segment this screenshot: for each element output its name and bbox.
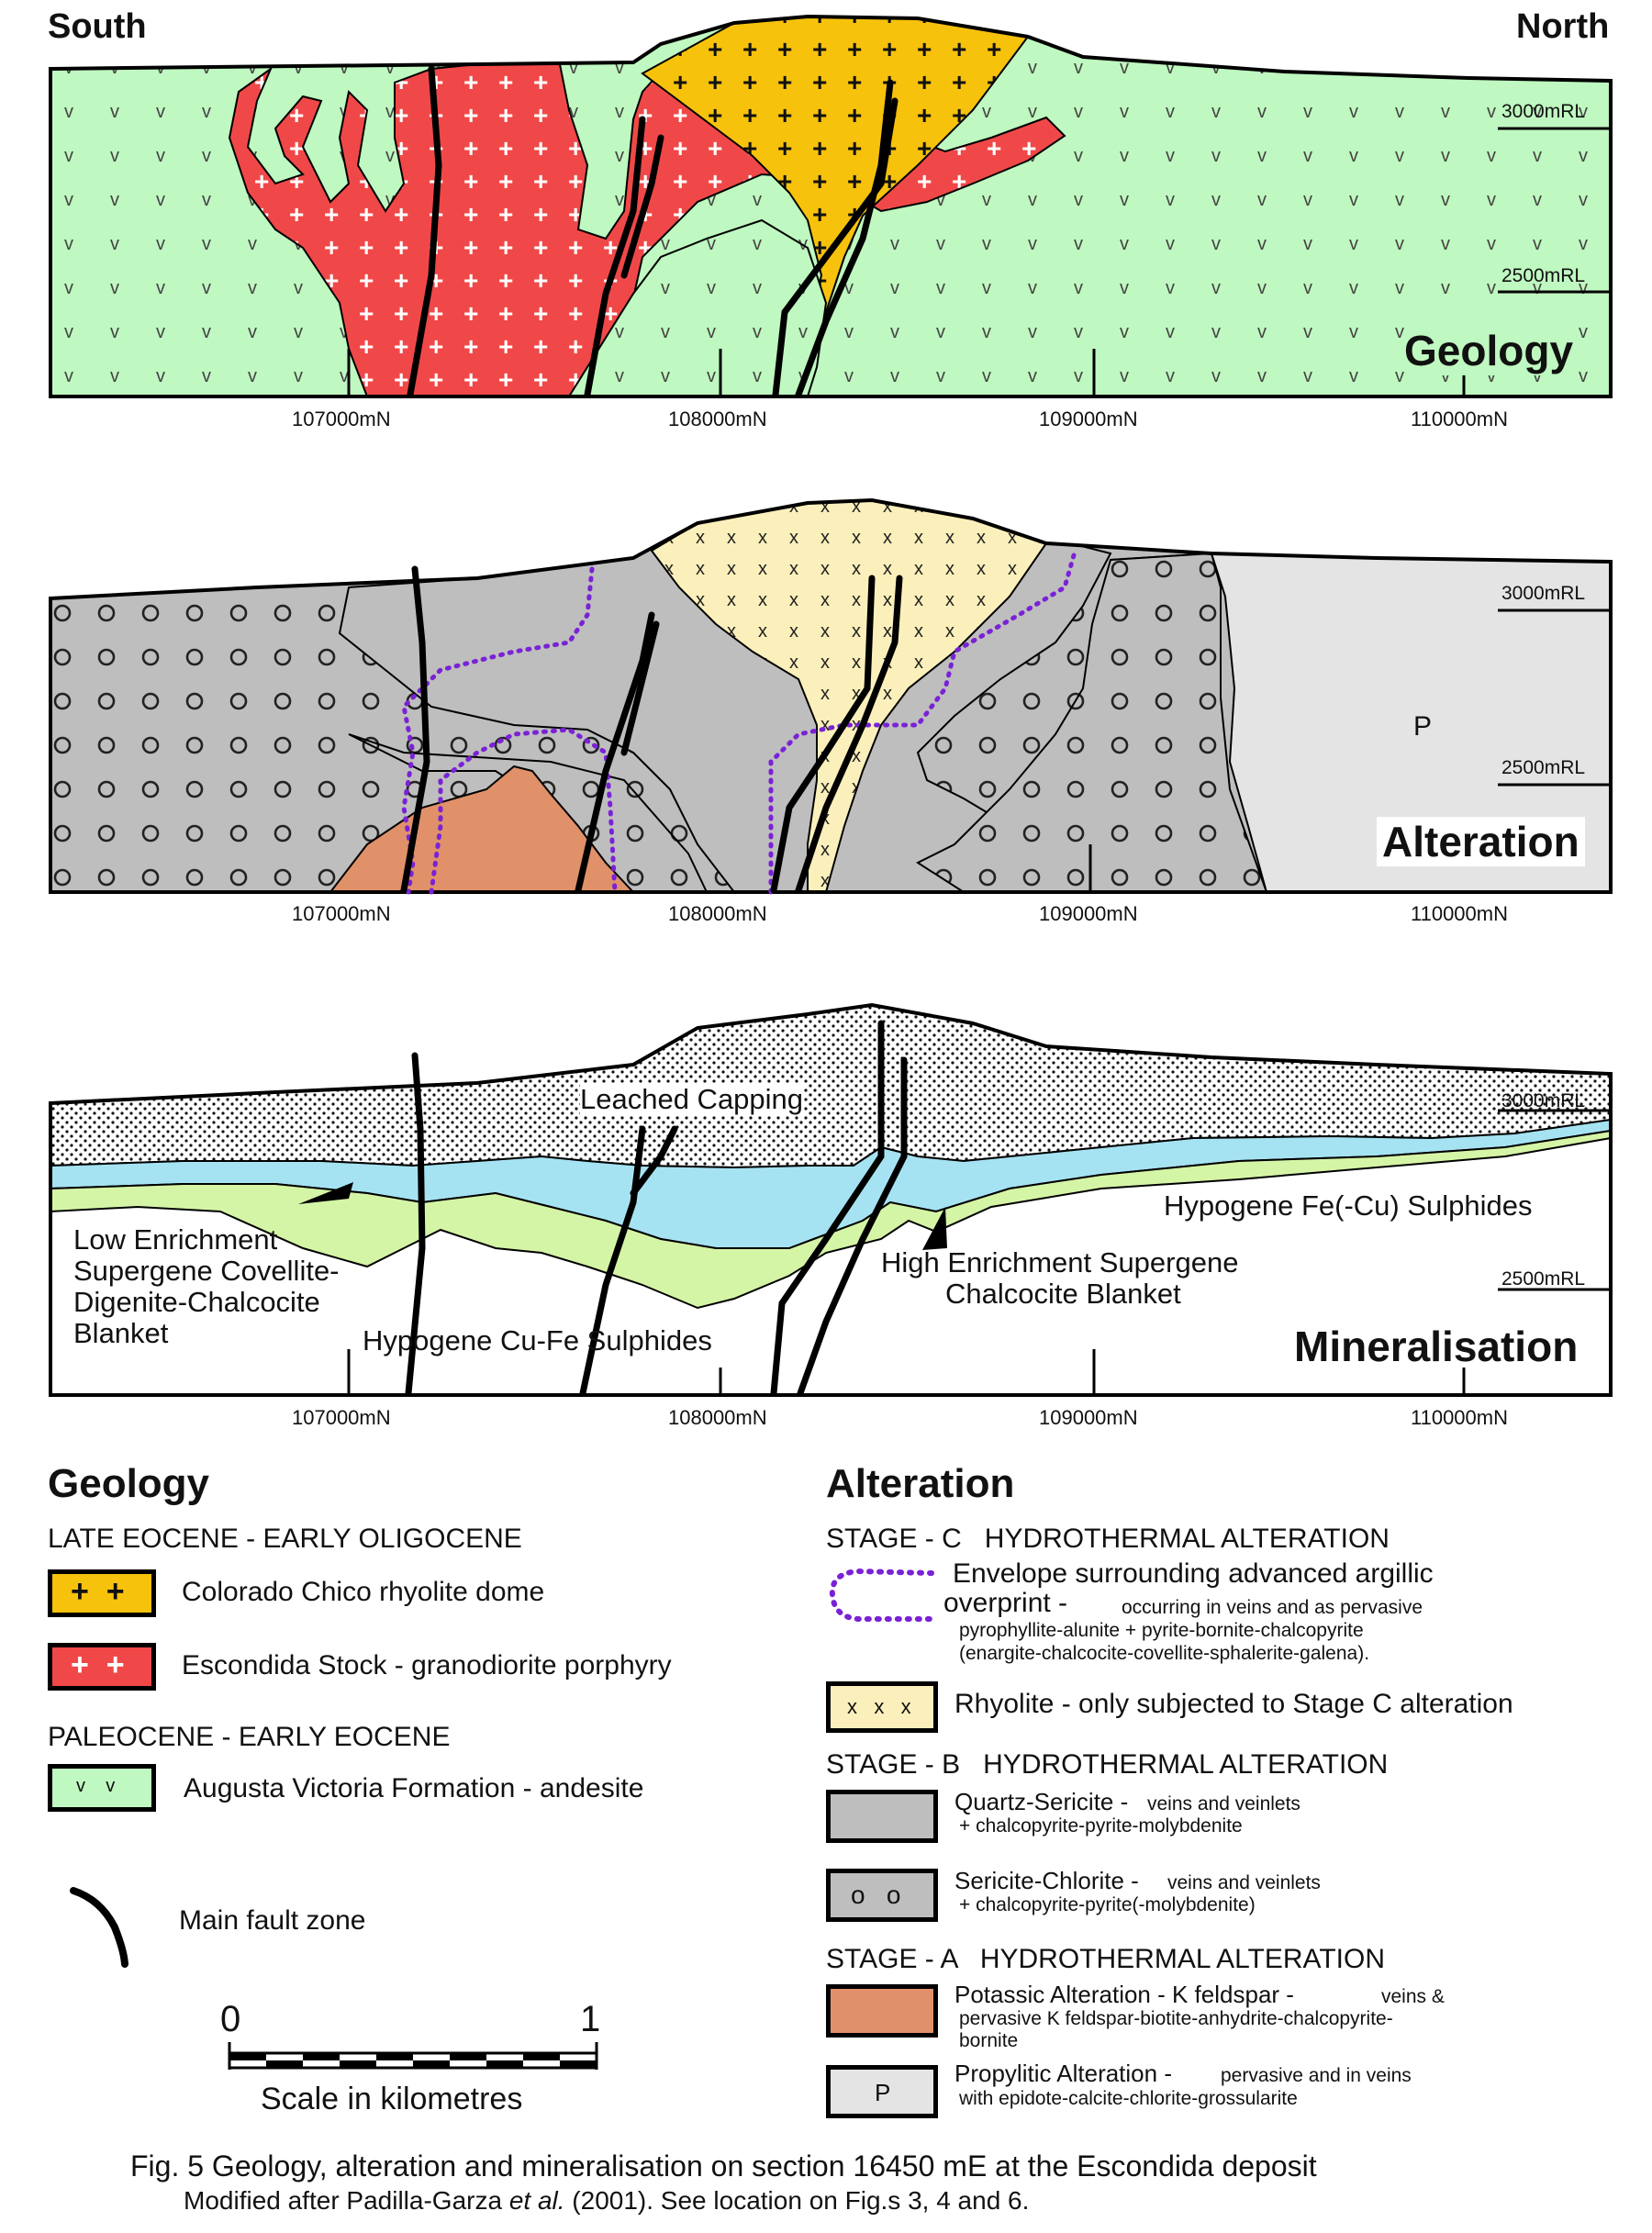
legend-fault: Main fault zone [179,1905,366,1936]
geology-northing-108000: 108000mN [668,408,767,430]
mineral-northing-107000: 107000mN [292,1406,391,1429]
geology-faults [407,65,899,398]
stock-swatch: + + [48,1643,156,1691]
rhyolite-dome-swatch: + + [48,1569,156,1617]
legend-prop-2: pervasive and in veins [1221,2065,1412,2086]
leached-capping-label: Leached Capping [580,1083,804,1116]
alteration-panel-title: Alteration [1377,817,1585,866]
caption-line-2c: (2001). See location on Fig.s 3, 4 and 6… [564,2186,1030,2215]
rhyolite-alt-swatch: x x x [826,1681,938,1733]
legend-envelope-5: (enargite-chalcocite-covellite-sphalerit… [959,1643,1370,1664]
low-enrichment-label-1: Low Enrichment [73,1223,278,1256]
hypogene-cu-label: Hypogene Cu-Fe Sulphides [363,1324,712,1357]
legend-sc-1: Sericite-Chlorite - [954,1867,1139,1894]
legend-envelope-4: pyrophyllite-alunite + pyrite-bornite-ch… [959,1620,1364,1641]
legend-stage-b: STAGE - B HYDROTHERMAL ALTERATION [826,1749,1389,1780]
scale-bar [228,2042,598,2070]
scale-zero: 0 [220,1999,241,2039]
mineral-rl-3000: 3000mRL [1501,1090,1586,1111]
caption-line-1: Fig. 5 Geology, alteration and mineralis… [130,2149,1317,2183]
geology-rl-3000: 3000mRL [1501,101,1586,122]
legend-pot-3: pervasive K feldspar-biotite-anhydrite-c… [959,2008,1393,2029]
sericite-chlorite-swatch: o o [826,1869,938,1922]
legend-pot-2: veins & [1381,1986,1445,2007]
south-label: South [48,7,147,46]
fault-legend-symbol [70,1887,128,1968]
mineral-rl-2500: 2500mRL [1501,1268,1586,1290]
legend-rhyolite-alt: Rhyolite - only subjected to Stage C alt… [954,1689,1513,1719]
legend-qs-2: veins and veinlets [1147,1793,1300,1814]
legend-envelope-1: Envelope surrounding advanced argillic [953,1558,1434,1589]
low-enrichment-label-4: Blanket [73,1317,169,1349]
legend-pot-1: Potassic Alteration - K feldspar - [954,1981,1294,2008]
geology-northing-110000: 110000mN [1411,408,1508,430]
alteration-section [49,497,1613,895]
geology-rl-2500: 2500mRL [1501,265,1586,286]
envelope-legend-symbol [829,1568,934,1622]
geology-panel-title: Geology [1404,326,1574,375]
legend-sc-2: veins and veinlets [1167,1872,1321,1893]
legend-alteration-heading: Alteration [826,1461,1015,1506]
alteration-northing-107000: 107000mN [292,902,391,925]
legend-stage-c: STAGE - C HYDROTHERMAL ALTERATION [826,1524,1390,1554]
legend-period-paleocene: PALEOCENE - EARLY EOCENE [48,1722,451,1752]
legend-rhyolite-dome: Colorado Chico rhyolite dome [182,1577,545,1607]
alteration-northing-108000: 108000mN [668,902,767,925]
alteration-northing-110000: 110000mN [1411,902,1508,925]
mineral-northing-110000: 110000mN [1411,1406,1508,1429]
legend-period-late-eocene: LATE EOCENE - EARLY OLIGOCENE [48,1524,522,1554]
low-enrichment-label-3: Digenite-Chalcocite [73,1286,320,1318]
legend-qs-3: + chalcopyrite-pyrite-molybdenite [959,1815,1243,1837]
high-enrichment-label-2: Chalcocite Blanket [945,1278,1181,1310]
legend-envelope-3: occurring in veins and as pervasive [1122,1597,1423,1618]
scale-label: Scale in kilometres [261,2082,523,2116]
high-enrichment-label-1: High Enrichment Supergene [881,1246,1239,1278]
scale-one: 1 [580,1999,601,2039]
geology-northing-107000: 107000mN [292,408,391,430]
alteration-northing-109000: 109000mN [1039,902,1138,925]
legend-andesite: Augusta Victoria Formation - andesite [184,1773,644,1803]
andesite-swatch: v v [48,1764,156,1812]
legend-geology-heading: Geology [48,1461,210,1506]
legend-pot-4: bornite [959,2030,1019,2051]
north-label: North [1516,7,1610,46]
legend-sc-3: + chalcopyrite-pyrite(-molybdenite) [959,1894,1256,1915]
legend-stock: Escondida Stock - granodiorite porphyry [182,1650,672,1680]
caption-line-2a: Modified after Padilla-Garza [184,2186,509,2215]
mineralisation-section [49,1002,1613,1413]
legend-prop-3: with epidote-calcite-chlorite-grossulari… [959,2088,1298,2109]
caption-line-2b: et al. [508,2186,565,2215]
propylitic-swatch: P [826,2065,938,2118]
low-enrichment-label-2: Supergene Covellite- [73,1255,340,1287]
propylitic-p-label: P [1413,711,1433,742]
potassic-swatch [826,1984,938,2038]
quartz-sericite-swatch [826,1790,938,1843]
geology-northing-109000: 109000mN [1039,408,1138,430]
hypogene-fe-label: Hypogene Fe(-Cu) Sulphides [1164,1189,1533,1222]
legend-prop-1: Propylitic Alteration - [954,2060,1172,2087]
legend-stage-a: STAGE - A HYDROTHERMAL ALTERATION [826,1944,1385,1974]
caption-line-2: Modified after Padilla-Garza et al. (200… [184,2186,1029,2216]
mineral-panel-title: Mineralisation [1294,1323,1579,1370]
legend-qs-1: Quartz-Sericite - [954,1788,1129,1815]
alteration-rl-3000: 3000mRL [1501,583,1586,604]
legend-envelope-2: overprint - [943,1588,1068,1618]
alteration-rl-2500: 2500mRL [1501,757,1586,778]
mineral-northing-109000: 109000mN [1039,1406,1138,1429]
geology-section [49,14,1613,398]
mineral-northing-108000: 108000mN [668,1406,767,1429]
